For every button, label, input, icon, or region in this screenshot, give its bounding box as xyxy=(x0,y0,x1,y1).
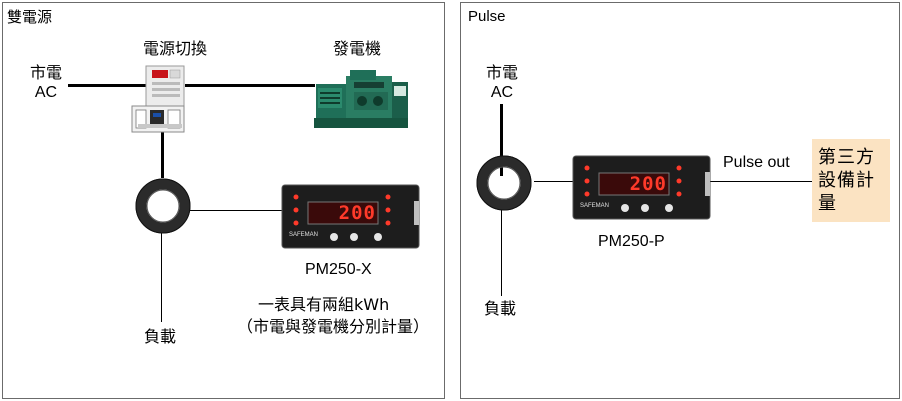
current-transformer-icon xyxy=(135,178,191,234)
pulse-out-wire xyxy=(710,181,812,182)
generator-label: 發電機 xyxy=(333,39,382,58)
meter-brand: SAFEMAN xyxy=(289,232,319,238)
ct-to-meter-wire-right xyxy=(534,181,574,182)
meter-model-label-right: PM250-P xyxy=(598,233,665,250)
note-line-1: 一表具有兩組kWh xyxy=(258,295,390,314)
pulse-title: Pulse xyxy=(468,8,506,25)
grid-label: 市電 xyxy=(29,63,62,82)
meter-display-value: 200 xyxy=(338,202,376,224)
power-meter-body-right xyxy=(572,155,711,220)
switch-to-ct-wire xyxy=(161,118,164,178)
third-party-line-1: 第三方 xyxy=(818,147,875,168)
grid-to-ct-wire xyxy=(500,104,503,176)
meter-model-label: PM250-X xyxy=(305,261,372,278)
generator-wire xyxy=(185,84,315,87)
pulse-out-label: Pulse out xyxy=(723,154,790,171)
transfer-switch-image xyxy=(131,65,185,133)
ct-to-meter-wire xyxy=(190,210,282,211)
power-meter-body xyxy=(281,184,420,249)
power-meter-pm250-p: 200 SAFEMAN xyxy=(572,155,711,220)
grid-ac-label: AC xyxy=(34,84,58,101)
third-party-line-3: 量 xyxy=(818,193,837,214)
load-label: 負載 xyxy=(144,327,177,346)
meter-brand-right: SAFEMAN xyxy=(580,203,610,209)
grid-label-right: 市電 xyxy=(485,63,518,82)
dual-power-title: 雙電源 xyxy=(7,8,53,26)
current-transformer-icon-right xyxy=(476,155,532,211)
generator-image xyxy=(314,70,408,128)
grid-wire xyxy=(68,84,154,87)
load-label-right: 負載 xyxy=(484,299,517,318)
third-party-line-2: 設備計 xyxy=(818,170,875,191)
grid-ac-label-right: AC xyxy=(490,84,514,101)
meter-display-value-right: 200 xyxy=(629,173,667,195)
ct-to-load-wire xyxy=(161,232,162,322)
third-party-device-box xyxy=(812,139,890,222)
note-line-2: （市電與發電機分別計量） xyxy=(237,317,430,336)
power-switch-label: 電源切換 xyxy=(143,39,208,58)
ct-to-load-wire-right xyxy=(501,206,502,296)
power-meter-pm250-x: 200 SAFEMAN xyxy=(281,184,420,249)
